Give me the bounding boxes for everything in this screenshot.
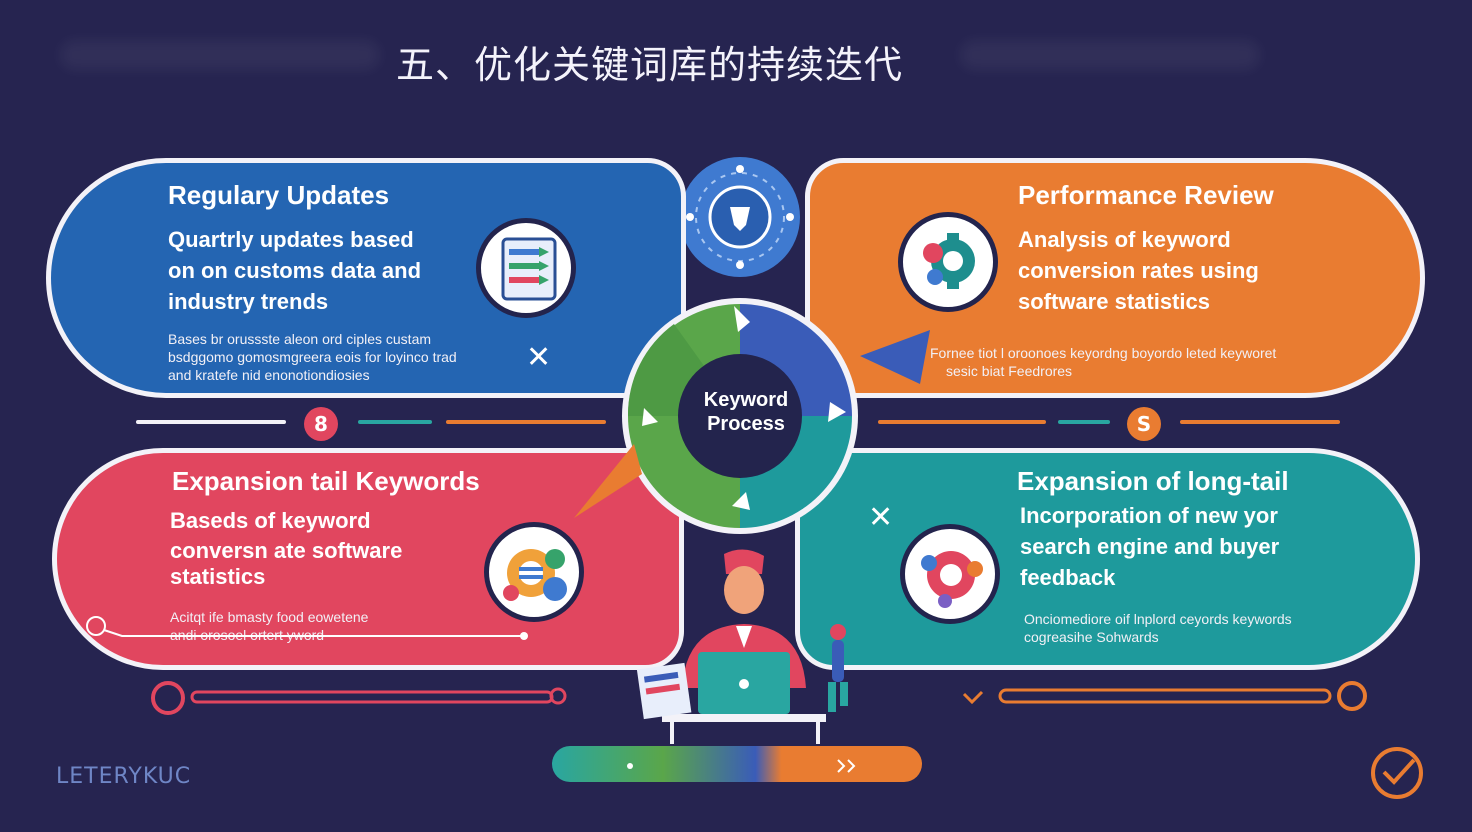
panel-body: Incorporation of new yor search engine a… <box>1020 500 1279 593</box>
panel-body: Baseds of keyword conversn ate software … <box>170 506 402 592</box>
keyword-process-cycle <box>622 298 858 534</box>
panel-body-line: search engine and buyer <box>1020 534 1280 559</box>
divider-line <box>1058 420 1110 424</box>
title-shadow-left <box>60 40 380 70</box>
panel-body-line: Quartrly updates based <box>168 227 414 252</box>
panel-expansion-long-tail <box>795 448 1420 670</box>
panel-small-line: Acitqt ife bmasty food eowetene <box>170 609 369 625</box>
panel-body: Analysis of keyword conversion rates usi… <box>1018 224 1259 317</box>
slider-right <box>962 681 1367 711</box>
gear-brain-icon <box>923 233 975 289</box>
divider-line <box>878 420 1046 424</box>
panel-body-line: Baseds of keyword <box>170 508 371 533</box>
checklist-icon <box>501 237 557 301</box>
divider-line <box>1180 420 1340 424</box>
progress-bar <box>552 746 922 782</box>
panel-regular-updates <box>46 158 686 398</box>
divider-line <box>446 420 606 424</box>
gear-cluster-icon <box>921 551 983 608</box>
panel-small-text: Onciomediore oif lnplord ceyords keyword… <box>1024 610 1292 646</box>
panel-body-line: conversion rates using <box>1018 258 1259 283</box>
panel-body: Quartrly updates based on on customs dat… <box>168 224 421 317</box>
slider-left <box>151 681 567 715</box>
panel-small-text: Fornee tiot l oroonoes keyordng boyordo … <box>930 344 1276 380</box>
panel-small-line: bsdggomo gomosmgreera eois for loyinco t… <box>168 349 457 365</box>
center-label-line: Keyword <box>703 389 789 411</box>
gear-cluster-icon-circle <box>900 524 1000 624</box>
step-badge: S <box>1127 407 1161 441</box>
panel-small-line: Bases br orussste aleon ord ciples custa… <box>168 331 432 347</box>
center-label-line: Process <box>707 413 785 435</box>
panel-small-line: and kratefe nid enonotiondiosies <box>168 367 370 383</box>
page-title: 五、优化关键词库的持续迭代 <box>396 43 904 87</box>
panel-small-line: cogreasihe Sohwards <box>1024 629 1159 645</box>
panel-body-line: conversn ate software <box>170 538 403 563</box>
divider-line <box>136 420 286 424</box>
close-icon[interactable]: ✕ <box>868 500 894 535</box>
title-shadow-right <box>960 40 1260 70</box>
panel-body-line: on on customs data and <box>168 258 422 283</box>
panel-small-text: Bases br orussste aleon ord ciples custa… <box>168 330 457 384</box>
panel-body-line: Incorporation of new yor <box>1020 503 1278 528</box>
panel-body-line: software statistics <box>1018 289 1210 314</box>
check-badge-icon <box>1371 747 1423 799</box>
gears-icon <box>503 549 567 601</box>
panel-body-line: statistics <box>170 564 266 589</box>
step-badge: 8 <box>304 407 338 441</box>
panel-small-text: Acitqt ife bmasty food eowetene andi oro… <box>170 608 368 644</box>
person-with-laptop-illustration <box>636 549 848 744</box>
divider-line <box>358 420 432 424</box>
panel-heading: Performance Review <box>1018 180 1274 210</box>
brand-logo: LETERYKUC <box>56 764 192 789</box>
gears-icon-circle <box>484 522 584 622</box>
connector-line <box>86 616 528 640</box>
globe-icon <box>680 157 800 277</box>
panel-body-line: industry trends <box>168 289 329 314</box>
panel-body-line: feedback <box>1020 565 1116 590</box>
panel-small-line: sesic biat Feedrores <box>946 363 1073 379</box>
panel-body-line: Analysis of keyword <box>1018 227 1231 252</box>
center-label: Keyword Process <box>686 388 806 436</box>
panel-heading: Expansion tail Keywords <box>172 466 480 496</box>
checklist-icon-circle <box>476 218 576 318</box>
panel-small-line: Onciomediore oif lnplord ceyords keyword… <box>1024 611 1292 627</box>
panel-heading: Expansion of long-tail <box>1017 466 1289 496</box>
panel-small-line: Fornee tiot l oroonoes keyordng boyordo … <box>930 345 1277 361</box>
arrow-orange <box>860 330 930 384</box>
panel-heading: Regulary Updates <box>168 180 390 210</box>
arrow-red <box>574 444 642 518</box>
close-icon[interactable]: ✕ <box>526 340 552 375</box>
gear-brain-icon-circle <box>898 212 998 312</box>
